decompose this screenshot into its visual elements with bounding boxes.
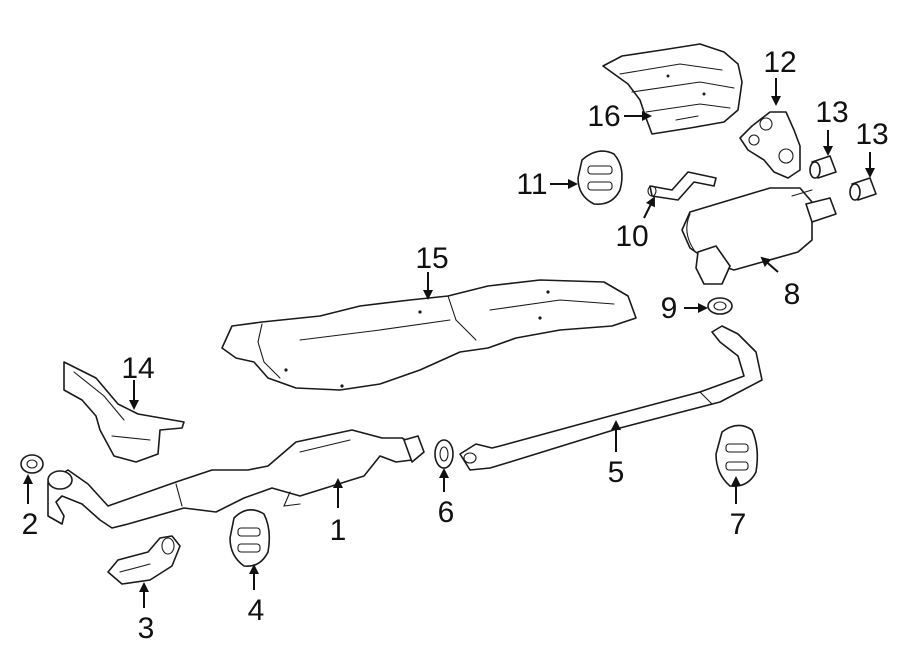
muffler <box>681 187 837 285</box>
exhaust-tip-left <box>809 155 837 179</box>
callout-10: 10 <box>615 220 648 253</box>
muffler-gasket <box>707 297 733 315</box>
callout-8: 8 <box>784 278 801 311</box>
center-gasket <box>434 439 454 469</box>
callout-16: 16 <box>587 100 620 133</box>
intermediate-pipe <box>459 325 763 471</box>
callout-2: 2 <box>22 508 39 541</box>
callout-12: 12 <box>763 46 796 79</box>
callout-15: 15 <box>415 242 448 275</box>
callout-3: 3 <box>138 612 155 645</box>
front-heat-shield <box>63 361 185 463</box>
support-bracket <box>107 535 181 585</box>
front-gasket <box>20 454 44 474</box>
rubber-hanger-rear <box>715 424 759 488</box>
rubber-hanger-front <box>229 509 271 568</box>
callout-4: 4 <box>248 594 265 627</box>
catalytic-converter-pipe <box>47 429 425 529</box>
exhaust-tip-right <box>849 177 877 201</box>
leader-10 <box>643 196 655 219</box>
center-heat-shield <box>221 279 637 391</box>
hanger-rod <box>647 171 717 201</box>
callout-13b: 13 <box>855 118 888 151</box>
callout-7: 7 <box>730 508 747 541</box>
callout-1: 1 <box>330 514 347 547</box>
callout-5: 5 <box>608 456 625 489</box>
callout-9: 9 <box>661 292 678 325</box>
rubber-hanger-upper <box>577 150 623 206</box>
callout-11: 11 <box>516 168 547 201</box>
callout-13a: 13 <box>815 96 848 129</box>
hanger-bracket <box>739 111 801 179</box>
callout-14: 14 <box>121 352 154 385</box>
upper-heat-shield <box>602 43 743 135</box>
leader-8 <box>760 256 779 273</box>
callout-6: 6 <box>438 496 455 529</box>
